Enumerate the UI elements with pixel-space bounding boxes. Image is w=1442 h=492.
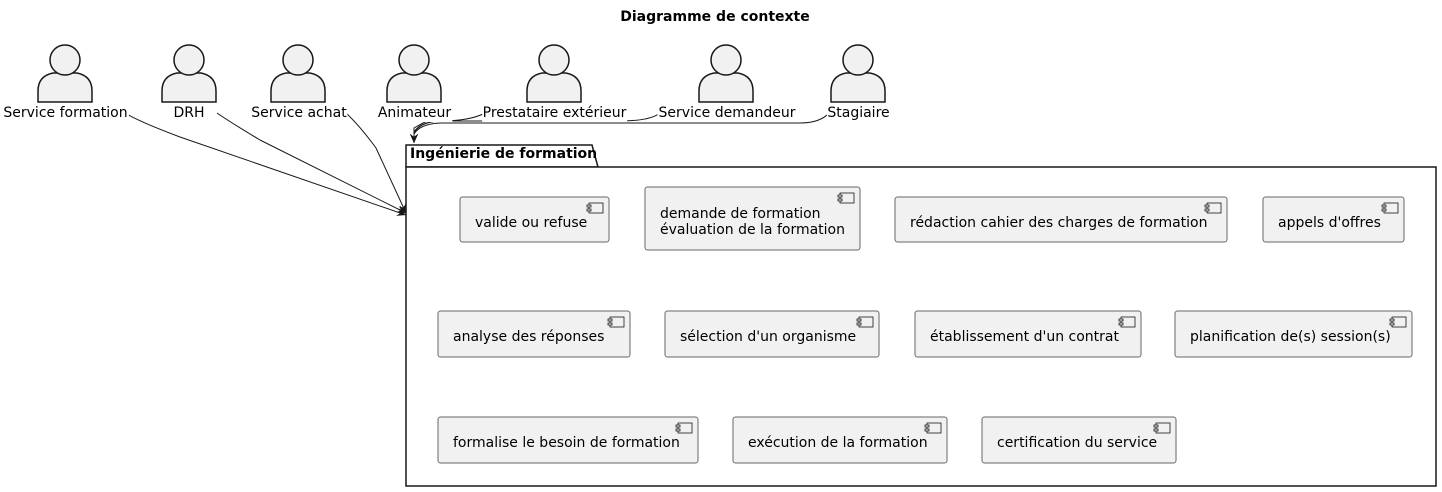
actor-service-formation [37,44,93,103]
component-valide-ou-refuse [459,196,610,243]
actors [37,44,886,103]
component-icon [1389,316,1407,328]
actor-label-stagiaire: Stagiaire [826,104,891,122]
component-box [981,416,1177,464]
component-box [894,196,1228,243]
actor-service-demandeur [698,44,754,103]
diagram-title: Diagramme de contexte [620,9,810,25]
component-label-selection-organisme: sélection d'un organisme [680,329,856,345]
component-icon [856,316,874,328]
actor-animateur [386,44,442,103]
components [437,186,1413,464]
edge-service-formation [124,112,407,216]
component-label-line: appels d'offres [1278,214,1381,231]
actor-label-service-formation: Service formation [2,104,129,122]
actor-head [173,44,205,76]
edge-service-achat [345,112,407,214]
component-icon [837,192,855,204]
component-icon [586,202,604,214]
actor-body [526,72,582,103]
component-icon [1153,422,1171,434]
component-redaction-cahier [894,196,1228,243]
component-icon [1204,202,1222,214]
actor-head [49,44,81,76]
component-label-line: demande de formation [660,205,821,222]
component-box [914,310,1142,358]
component-box [1262,196,1405,243]
actor-label-prestataire-exterieur: Prestataire extérieur [481,104,628,122]
actor-head [282,44,314,76]
component-label-line: planification de(s) session(s) [1190,329,1391,345]
component-label-appels-offres: appels d'offres [1278,215,1381,231]
component-demande-evaluation [644,186,861,251]
component-label-line: analyse des réponses [453,329,605,345]
component-label-planification-sessions: planification de(s) session(s) [1190,329,1391,345]
component-planification-sessions [1174,310,1413,358]
component-box [732,416,948,464]
component-label-etablissement-contrat: établissement d'un contrat [930,329,1119,345]
edge-stagiaire [410,112,830,143]
actor-head [538,44,570,76]
component-icon [607,316,625,328]
actor-body [270,72,326,103]
component-label-line: évaluation de la formation [660,221,845,238]
component-box [664,310,880,358]
component-selection-organisme [664,310,880,358]
component-label-certification-service: certification du service [997,435,1157,451]
component-label-analyse-reponses: analyse des réponses [453,329,604,345]
component-label-line: exécution de la formation [748,435,928,451]
actor-head [842,44,874,76]
component-box [1174,310,1413,358]
component-label-formalise-besoin: formalise le besoin de formation [453,435,680,451]
component-icon [675,422,693,434]
component-etablissement-contrat [914,310,1142,358]
component-label-valide-ou-refuse: valide ou refuse [475,215,587,231]
actor-label-drh: DRH [172,104,206,122]
component-analyse-reponses [437,310,631,358]
component-formalise-besoin [437,416,699,464]
component-label-line: valide ou refuse [475,214,588,231]
component-box [459,196,610,243]
component-certification-service [981,416,1177,464]
component-box [644,186,861,251]
component-label-line: rédaction cahier des charges de formatio… [910,214,1208,231]
component-label-redaction-cahier: rédaction cahier des charges de formatio… [910,215,1208,231]
component-icon [1118,316,1136,328]
component-label-line: formalise le besoin de formation [453,435,680,451]
component-appels-offres [1262,196,1405,243]
package-title: Ingénierie de formation [410,146,598,162]
actor-head [398,44,430,76]
actor-head [710,44,742,76]
actor-body [37,72,93,103]
actor-service-achat [270,44,326,103]
actor-drh [161,44,217,103]
component-label-line: établissement d'un contrat [930,329,1119,345]
component-label-line: certification du service [997,435,1158,451]
actor-body [386,72,442,103]
component-label-execution-formation: exécution de la formation [748,435,928,451]
actor-label-service-demandeur: Service demandeur [657,104,797,122]
edge-drh [216,112,407,214]
actor-label-service-achat: Service achat [250,104,348,122]
component-icon [924,422,942,434]
component-label-line: sélection d'un organisme [680,329,857,345]
actor-prestataire-exterieur [526,44,582,103]
actor-label-animateur: Animateur [376,104,453,122]
component-box [437,416,699,464]
actor-stagiaire [830,44,886,103]
component-icon [1381,202,1399,214]
actor-body [698,72,754,103]
actor-body [830,72,886,103]
component-execution-formation [732,416,948,464]
component-box [437,310,631,358]
actor-body [161,72,217,103]
